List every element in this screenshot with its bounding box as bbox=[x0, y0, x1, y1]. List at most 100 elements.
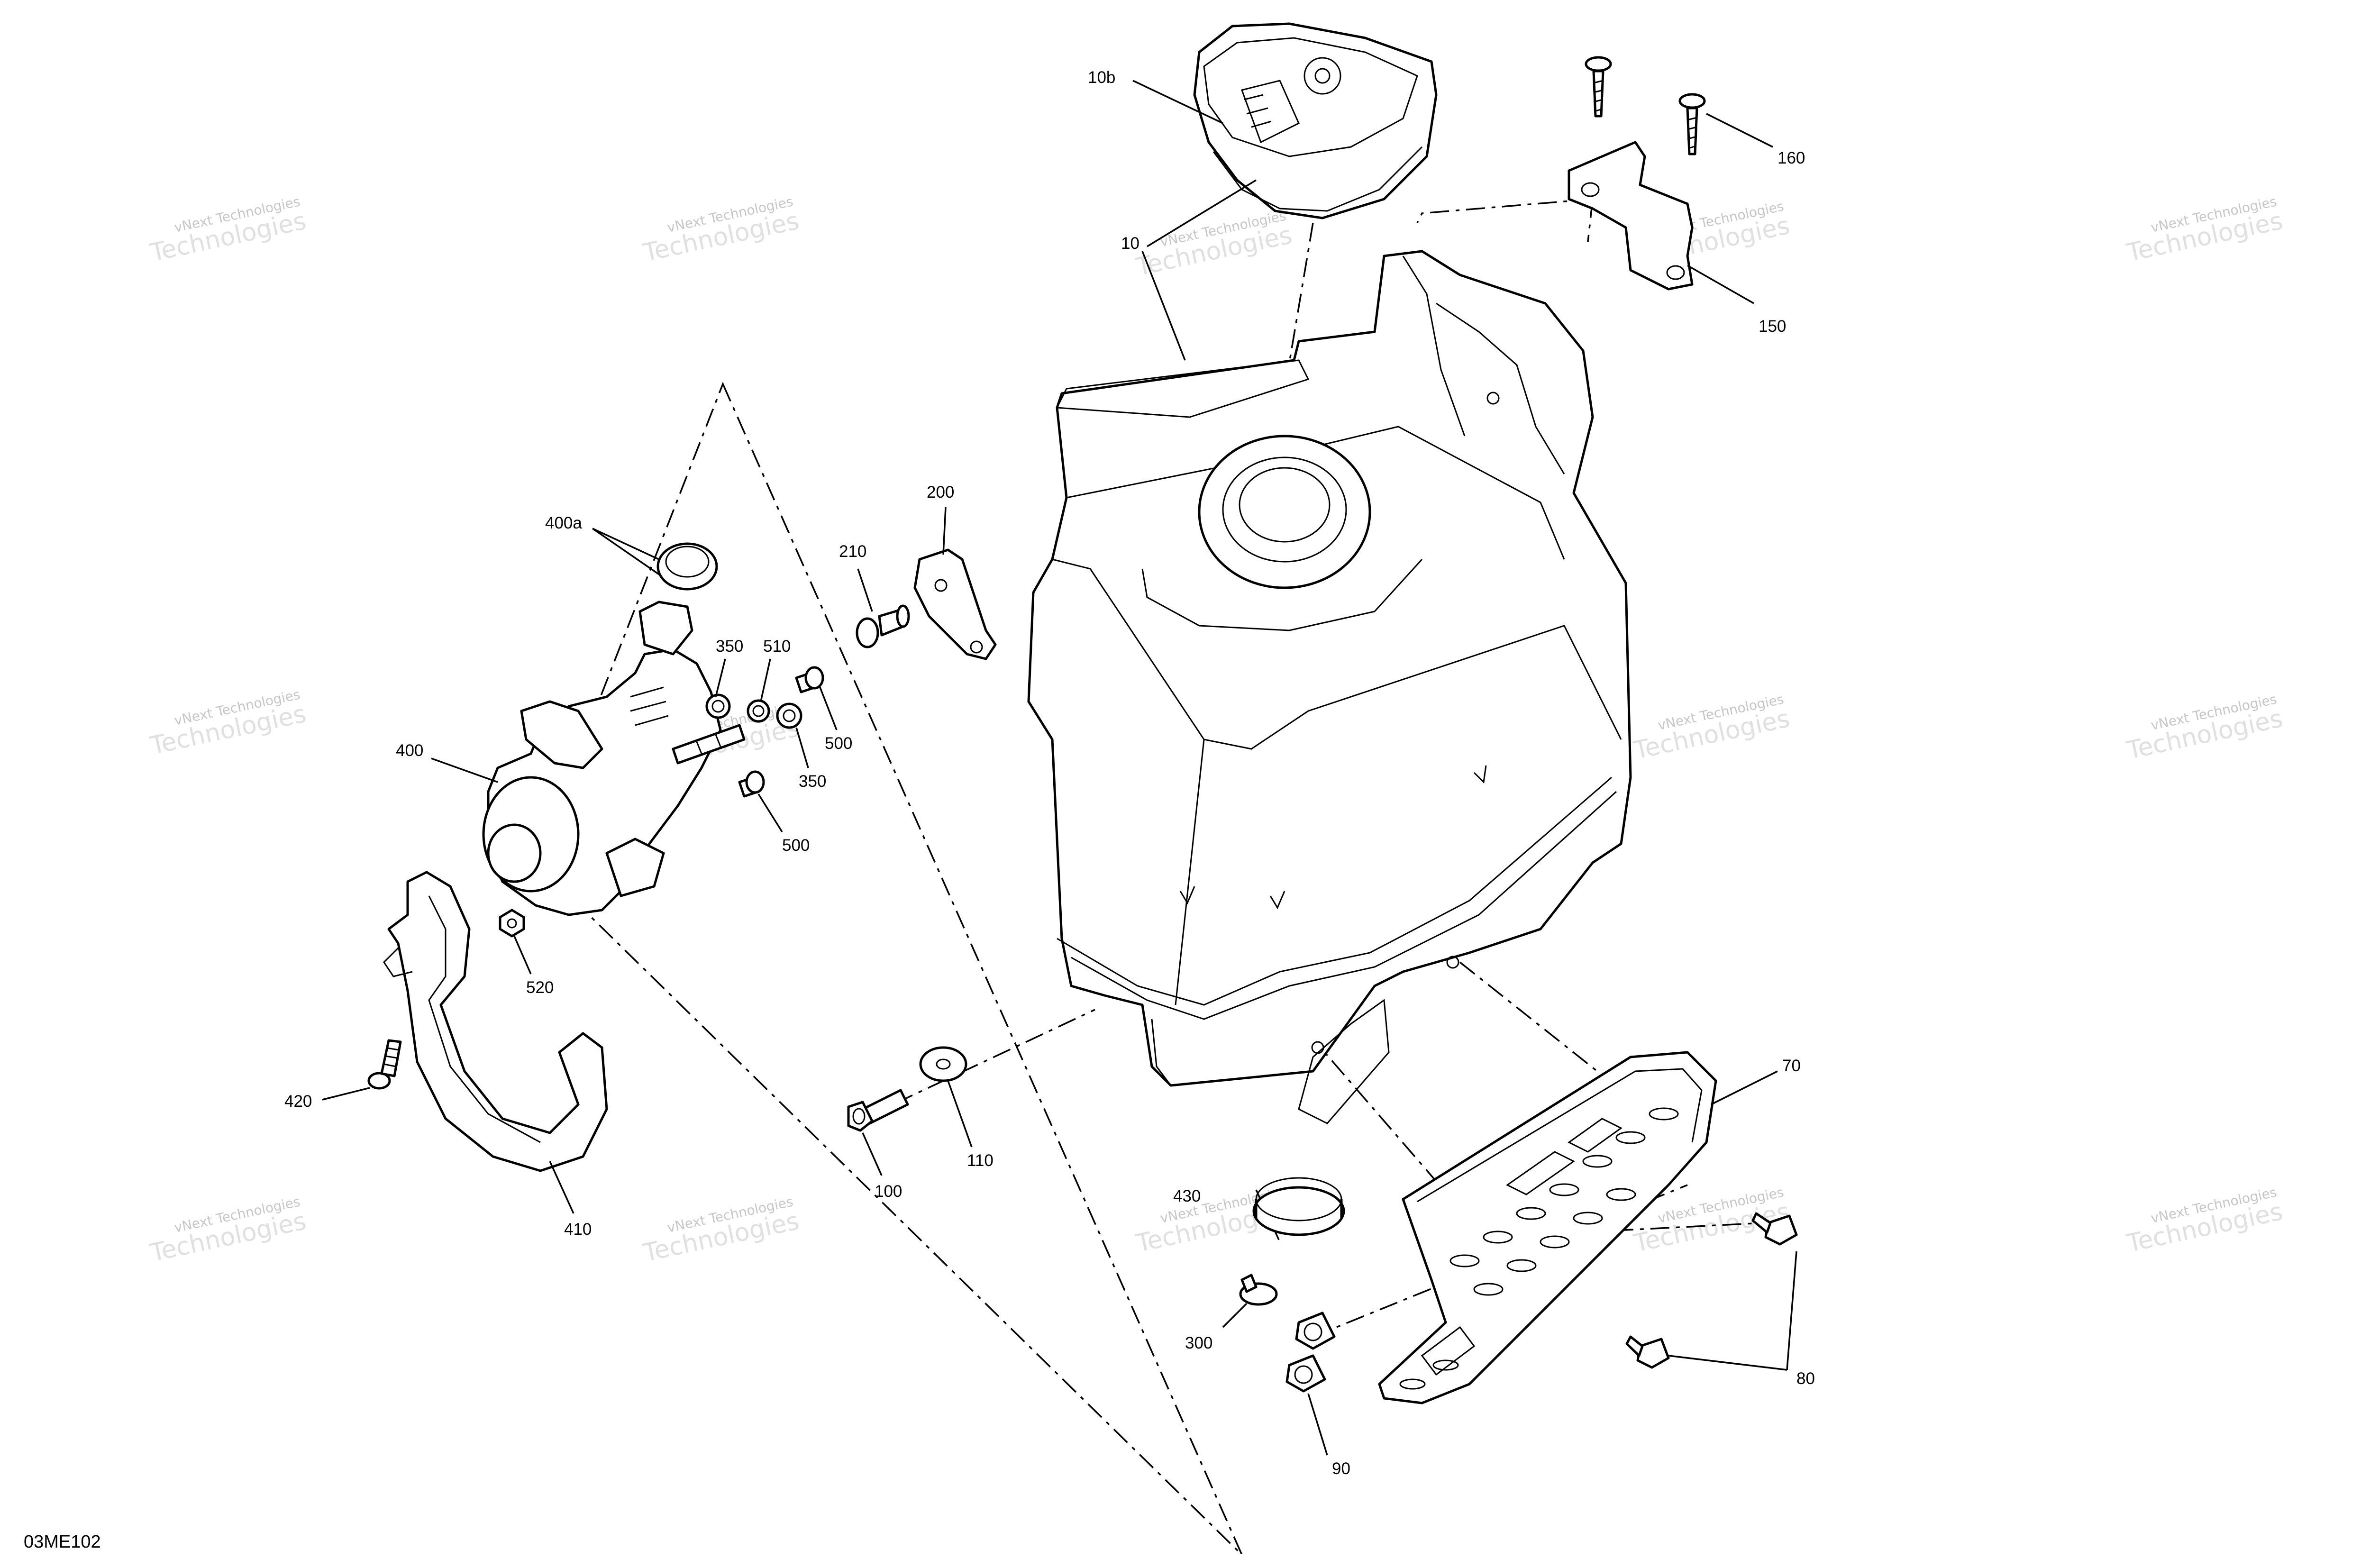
pump-connector bbox=[520, 700, 603, 769]
screw-thread bbox=[383, 1047, 399, 1067]
callout-90: 90 bbox=[1332, 1459, 1350, 1478]
skid-plate-slot bbox=[1399, 1378, 1426, 1390]
callout-520: 520 bbox=[526, 978, 554, 997]
tank-bolt-hole bbox=[1446, 956, 1459, 969]
callout-150: 150 bbox=[1759, 317, 1786, 336]
callout-430: 430 bbox=[1173, 1187, 1201, 1205]
screw-head bbox=[1585, 56, 1612, 72]
screw-head bbox=[367, 1072, 391, 1090]
callout-labels: 10b 10 160 150 200 210 400a 350 510 500 … bbox=[284, 68, 1815, 1478]
skid-plate-lug bbox=[1421, 1326, 1476, 1376]
bolt-100 bbox=[847, 1089, 909, 1132]
tank-front-face bbox=[1052, 558, 1622, 750]
pump-bracket-200 bbox=[913, 548, 997, 660]
skid-plate-slot bbox=[1573, 1212, 1603, 1225]
tank-vent-pipe bbox=[1402, 255, 1565, 474]
filler-neck bbox=[1198, 435, 1371, 589]
flange-bolt-shank bbox=[1751, 1212, 1772, 1234]
screw-head bbox=[896, 604, 910, 628]
screw-thread bbox=[1593, 80, 1604, 112]
flange-bolt-face bbox=[1294, 1365, 1313, 1384]
flange-bolt bbox=[1285, 1354, 1326, 1393]
leader-300 bbox=[1222, 1303, 1248, 1328]
callout-80: 80 bbox=[1796, 1369, 1815, 1388]
leader-10 bbox=[1141, 179, 1257, 361]
skid-plate-slot bbox=[1449, 1254, 1480, 1267]
o-ring-350 bbox=[705, 693, 731, 719]
callout-210: 210 bbox=[839, 542, 866, 561]
skid-plate bbox=[1378, 1051, 1717, 1404]
callout-70: 70 bbox=[1782, 1057, 1801, 1075]
diagram-code: 03ME102 bbox=[24, 1532, 101, 1552]
tank-seam-lower bbox=[1071, 791, 1617, 1020]
leader-lines bbox=[322, 80, 1797, 1456]
skid-plate-slot bbox=[1473, 1283, 1504, 1296]
pump-module-outline bbox=[534, 382, 1243, 1556]
leader-510 bbox=[760, 658, 771, 702]
bolts-80 bbox=[1625, 1212, 1798, 1369]
tank-base bbox=[1151, 1019, 1313, 1086]
strap-inner-edge bbox=[428, 895, 541, 1143]
screw-160 bbox=[1585, 56, 1706, 155]
leader-520 bbox=[513, 936, 532, 975]
watermark: vNext Technologies Technologies bbox=[2124, 1184, 2285, 1258]
bolts-90 bbox=[1285, 1312, 1336, 1393]
tank-rim bbox=[1056, 359, 1310, 418]
o-ring-510 bbox=[747, 699, 770, 723]
pump-motor-boss bbox=[487, 823, 542, 883]
skid-plate-slot bbox=[1506, 1259, 1537, 1272]
tank-bolt-hole bbox=[1311, 1041, 1324, 1054]
fuel-cap-body bbox=[1193, 22, 1438, 219]
leader-200 bbox=[942, 507, 947, 555]
flange-bolt bbox=[1636, 1338, 1670, 1369]
flange-bolt-shank bbox=[1625, 1335, 1644, 1357]
callout-510: 510 bbox=[763, 637, 791, 656]
strap-clip bbox=[383, 947, 413, 977]
pump-hose-barb-ribs bbox=[696, 734, 721, 754]
callout-100: 100 bbox=[875, 1182, 902, 1201]
callout-110: 110 bbox=[967, 1151, 994, 1170]
hose-clamp-300 bbox=[1239, 1274, 1278, 1306]
pump-bracket-plate bbox=[913, 548, 997, 660]
watermark: vNext Technologies Technologies bbox=[2124, 691, 2285, 765]
leader-150 bbox=[1687, 264, 1754, 304]
skid-plate-slot bbox=[1540, 1235, 1570, 1249]
clamp-ears bbox=[1240, 1274, 1258, 1293]
fuel-cap-grip bbox=[1241, 80, 1300, 144]
screw-thread bbox=[1687, 117, 1697, 149]
bracket-hole bbox=[970, 640, 983, 654]
washer-body bbox=[919, 1046, 967, 1082]
tank-bolt-hole bbox=[1486, 392, 1500, 405]
skid-plate-body bbox=[1378, 1051, 1717, 1404]
bracket-hole bbox=[1581, 182, 1600, 197]
filler-neck-opening bbox=[1239, 467, 1331, 543]
callout-200: 200 bbox=[927, 483, 954, 501]
skid-plate-slot bbox=[1606, 1188, 1636, 1201]
leader-210 bbox=[857, 568, 873, 612]
pump-mounting-flange bbox=[605, 838, 665, 897]
tank-body bbox=[1027, 250, 1632, 1087]
leader-400a bbox=[592, 528, 662, 577]
callout-400: 400 bbox=[396, 741, 423, 760]
leader-500a bbox=[819, 687, 838, 730]
callout-410: 410 bbox=[564, 1220, 592, 1239]
filler-neck-inner bbox=[1222, 456, 1347, 563]
callout-350-lower: 350 bbox=[799, 772, 826, 791]
flange-bolt bbox=[1295, 1312, 1336, 1350]
tank-check-mark bbox=[1269, 891, 1285, 910]
leader-110 bbox=[947, 1080, 973, 1148]
washer bbox=[856, 617, 879, 648]
callout-400a: 400a bbox=[545, 514, 582, 532]
o-ring-350-inner bbox=[711, 700, 725, 713]
leader-420 bbox=[322, 1087, 370, 1101]
callout-350-upper: 350 bbox=[716, 637, 743, 656]
skid-plate-slot bbox=[1549, 1183, 1579, 1196]
fuel-pump-module bbox=[482, 542, 746, 916]
pump-hose-barb bbox=[672, 724, 746, 765]
callout-160: 160 bbox=[1778, 149, 1805, 167]
leader-410 bbox=[549, 1161, 574, 1214]
skid-plate-slot bbox=[1483, 1231, 1513, 1244]
pump-seal-inner bbox=[665, 546, 710, 578]
nut-body bbox=[499, 909, 525, 938]
skid-plate-channel bbox=[1506, 1118, 1623, 1195]
